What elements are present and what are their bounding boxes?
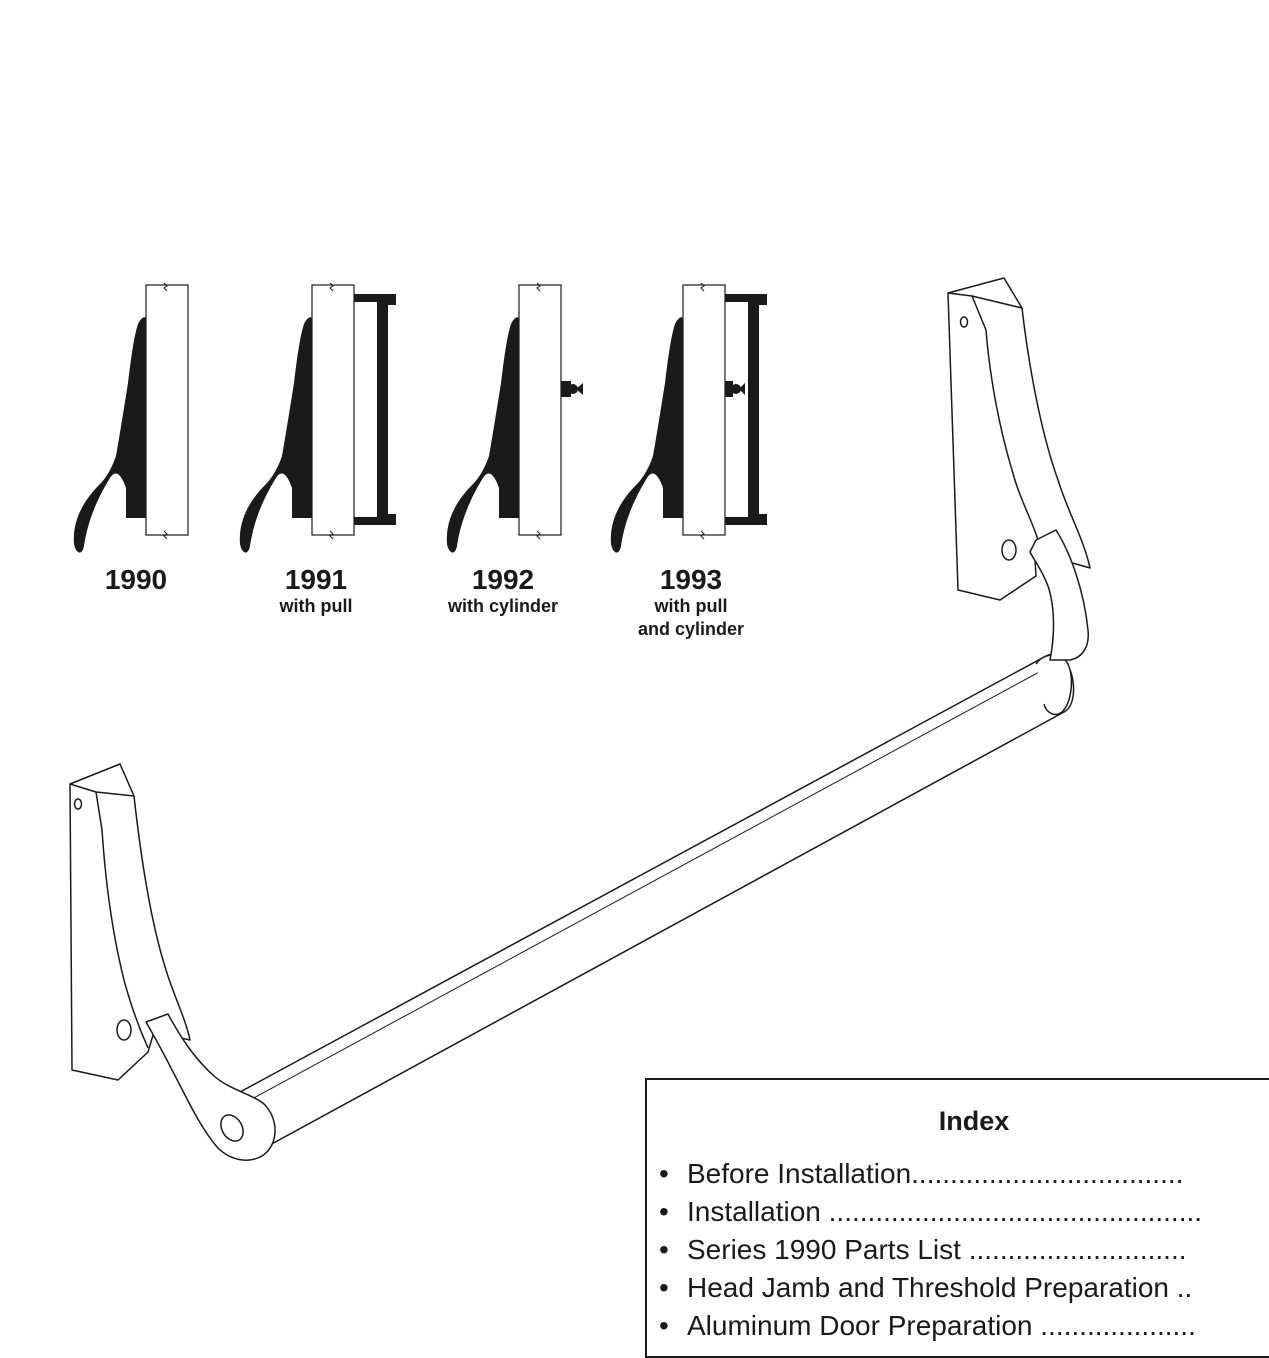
variant-1993-figure [610, 282, 767, 553]
variant-1991-figure [239, 282, 396, 553]
bullet-icon: • [659, 1234, 669, 1265]
model-number: 1990 [104, 564, 168, 595]
index-item-label: Aluminum Door Preparation ..............… [687, 1310, 1196, 1341]
index-item[interactable]: • Aluminum Door Preparation .............… [659, 1307, 1202, 1345]
model-number: 1992 [471, 564, 535, 595]
model-number: 1991 [284, 564, 348, 595]
model-1992-label: 1992 with cylinder [428, 565, 578, 618]
index-item[interactable]: • Head Jamb and Threshold Preparation .. [659, 1269, 1202, 1307]
model-1993-label: 1993 with pull and cylinder [616, 565, 766, 641]
index-item-label: Head Jamb and Threshold Preparation .. [687, 1272, 1193, 1303]
variant-1990-figure [73, 282, 189, 553]
bullet-icon: • [659, 1196, 669, 1227]
index-item-label: Series 1990 Parts List .................… [687, 1234, 1187, 1265]
pull-handle [725, 294, 767, 525]
bullet-icon: • [659, 1310, 669, 1341]
model-number: 1993 [659, 564, 723, 595]
index-item[interactable]: • Before Installation....................… [659, 1155, 1202, 1193]
bullet-icon: • [659, 1158, 669, 1189]
model-caption: with pull and cylinder [637, 596, 745, 639]
index-item[interactable]: • Series 1990 Parts List ................… [659, 1231, 1202, 1269]
index-item-label: Installation ...........................… [687, 1196, 1203, 1227]
index-item[interactable]: • Installation ..........................… [659, 1193, 1202, 1231]
model-1991-label: 1991 with pull [256, 565, 376, 618]
index-item-label: Before Installation.....................… [687, 1158, 1184, 1189]
pull-handle [354, 294, 396, 525]
cylinder-icon [561, 381, 583, 397]
model-caption: with pull [279, 596, 353, 616]
variant-1992-figure [446, 282, 583, 553]
push-bar [69, 277, 1091, 1161]
index-title: Index [938, 1106, 1010, 1136]
index-list: • Before Installation....................… [659, 1155, 1202, 1345]
bullet-icon: • [659, 1272, 669, 1303]
index-box: Index • Before Installation..............… [645, 1078, 1269, 1358]
model-1990-label: 1990 [80, 565, 192, 595]
model-caption: with cylinder [447, 596, 559, 616]
cylinder-icon [725, 381, 745, 397]
